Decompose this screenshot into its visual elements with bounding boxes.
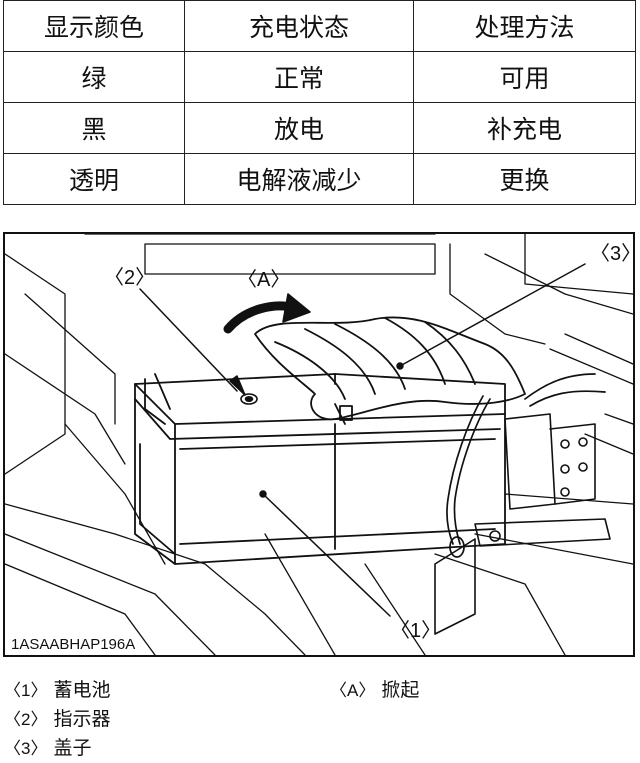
legend-label: 指示器	[53, 708, 111, 730]
terminal-block	[434, 413, 611, 635]
table-cell: 补充电	[413, 102, 636, 154]
legend-item: 〈3〉 盖子	[4, 734, 111, 763]
header-cell: 处理方法	[413, 0, 636, 52]
table-cell: 可用	[413, 51, 636, 103]
header-cell: 充电状态	[184, 0, 414, 52]
table-row: 透明 电解液减少 更换	[3, 153, 636, 205]
table-cell: 放电	[184, 102, 414, 154]
legend-code: 〈A〉	[330, 681, 376, 700]
battery-cover	[254, 316, 526, 425]
lift-arrow	[223, 293, 311, 334]
battery-indicator-table: 显示颜色 充电状态 处理方法 绿 正常 可用 黑 放电 补充电 透明 电解液减少…	[3, 0, 636, 205]
legend-right: 〈A〉 掀起	[330, 676, 419, 705]
table-row: 绿 正常 可用	[3, 51, 636, 103]
legend-label: 掀起	[381, 679, 420, 701]
table-cell: 电解液减少	[184, 153, 414, 205]
table-header-row: 显示颜色 充电状态 处理方法	[3, 0, 636, 52]
table-cell: 更换	[413, 153, 636, 205]
battery-cable	[446, 373, 606, 558]
table-cell: 绿	[3, 51, 185, 103]
legend-label: 盖子	[53, 737, 92, 759]
figure-id: 1ASAABHAP196A	[9, 636, 138, 653]
legend-code: 〈2〉	[4, 710, 48, 729]
callout-3: 〈3〉	[590, 243, 633, 265]
legend-item: 〈1〉 蓄电池	[4, 676, 111, 705]
callout-2: 〈2〉	[104, 267, 155, 289]
tractor-frame-lines	[5, 234, 633, 655]
legend-item: 〈A〉 掀起	[330, 676, 419, 705]
header-cell: 显示颜色	[3, 0, 185, 52]
table-cell: 黑	[3, 102, 185, 154]
battery-illustration: 〈2〉 〈A〉 〈3〉 〈1〉 1ASAABHAP196A	[3, 232, 635, 657]
legend-item: 〈2〉 指示器	[4, 705, 111, 734]
callout-a: 〈A〉	[237, 269, 290, 291]
battery-line-drawing: 〈2〉 〈A〉 〈3〉 〈1〉	[5, 234, 633, 655]
legend-left: 〈1〉 蓄电池 〈2〉 指示器 〈3〉 盖子	[4, 676, 111, 763]
leader-lines	[139, 263, 586, 617]
table-cell: 透明	[3, 153, 185, 205]
callout-1: 〈1〉	[390, 620, 441, 642]
legend-code: 〈3〉	[4, 739, 48, 758]
legend-code: 〈1〉	[4, 681, 48, 700]
table-row: 黑 放电 补充电	[3, 102, 636, 154]
table-cell: 正常	[184, 51, 414, 103]
indicator-eye	[240, 393, 258, 405]
legend-label: 蓄电池	[53, 679, 111, 701]
battery-body	[134, 373, 506, 565]
